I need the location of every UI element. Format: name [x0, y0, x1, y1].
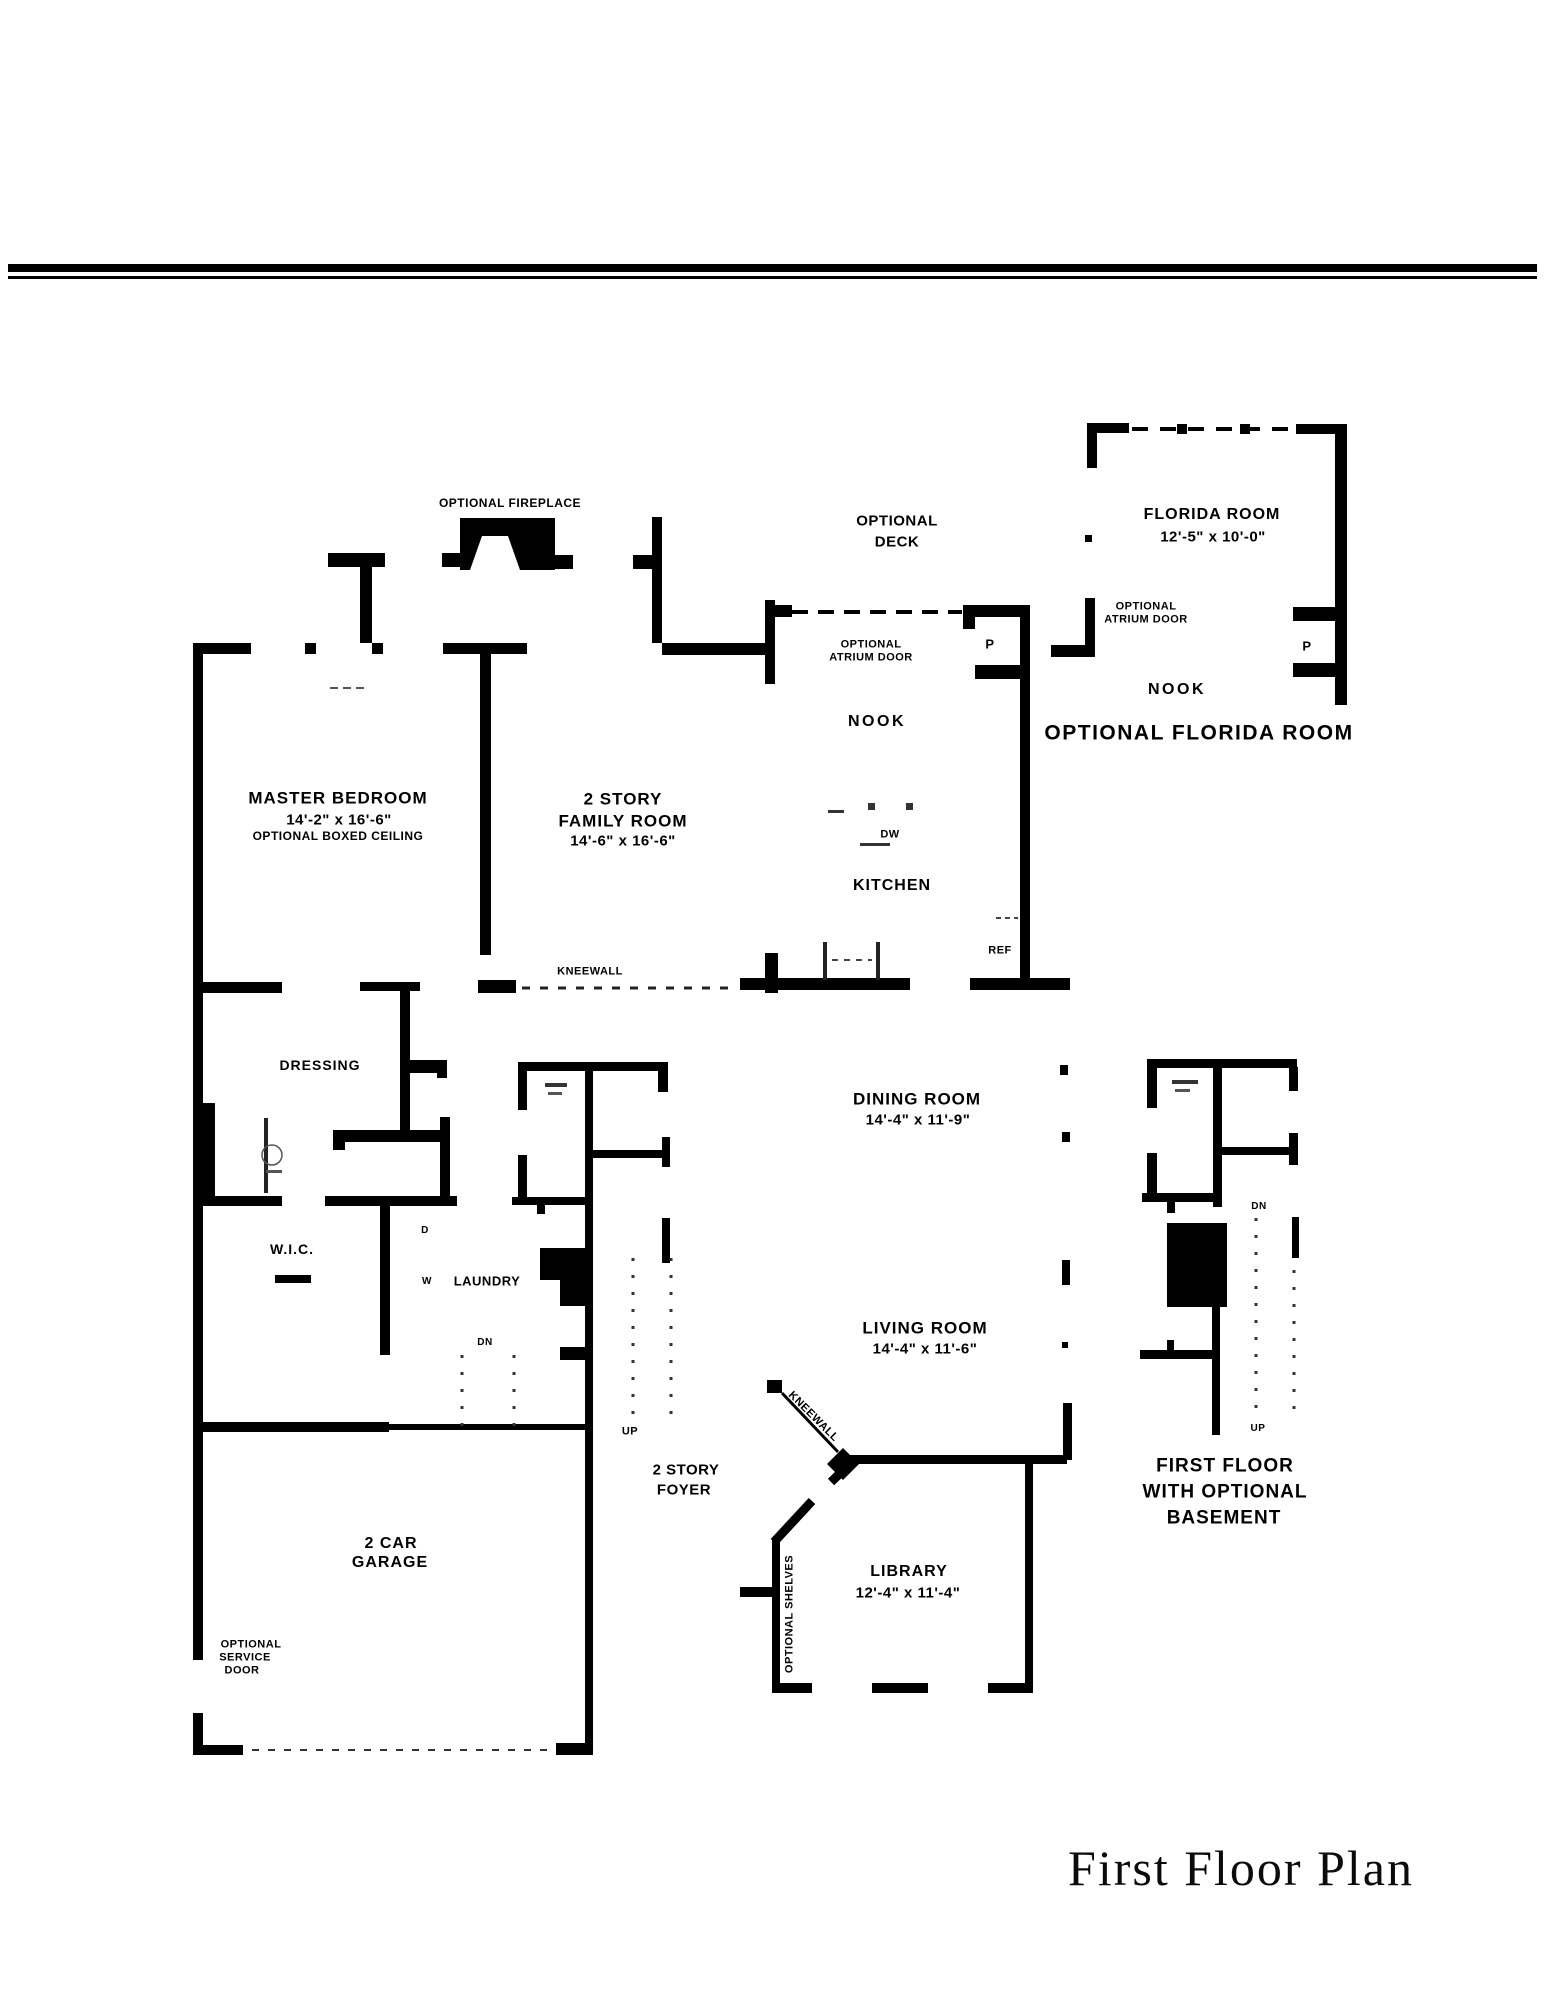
wic-label: W.I.C.	[269, 1241, 315, 1257]
service-door-label-line1: OPTIONAL	[220, 1638, 282, 1651]
master-bedroom-walls	[193, 643, 527, 1660]
basement-inset-walls	[1140, 1059, 1299, 1435]
family-room-name-line2: FAMILY ROOM	[558, 811, 688, 831]
laundry-label: LAUNDRY	[453, 1273, 521, 1289]
main-nook-label: NOOK	[848, 713, 906, 730]
optional-florida-room-caption: OPTIONAL FLORIDA ROOM	[1044, 721, 1354, 745]
dishwasher-label: DW	[880, 828, 900, 841]
optional-deck-label-line2: DECK	[874, 533, 920, 551]
optional-shelves-label: OPTIONAL SHELVES	[783, 1554, 796, 1674]
living-room-name: LIVING ROOM	[862, 1318, 988, 1338]
florida-pantry-label: P	[1302, 638, 1312, 654]
dn-label-basement: DN	[1251, 1201, 1267, 1212]
kitchen-nook-walls	[330, 600, 1070, 993]
kitchen-label: KITCHEN	[852, 877, 932, 894]
dressing-label: DRESSING	[279, 1057, 361, 1073]
foyer-label-line1: 2 STORY	[652, 1461, 720, 1479]
basement-caption-line1: FIRST FLOOR	[1156, 1455, 1294, 1477]
florida-nook-label: NOOK	[1148, 681, 1206, 698]
main-atrium-door-label-line1: OPTIONAL	[840, 638, 902, 651]
florida-room-name: FLORIDA ROOM	[1143, 506, 1281, 523]
florida-atrium-door-label-line1: OPTIONAL	[1115, 600, 1177, 613]
washer-label: W	[422, 1276, 432, 1287]
foyer-label-line2: FOYER	[656, 1481, 712, 1499]
library-walls	[740, 1455, 1033, 1693]
page-title: First Floor Plan	[1068, 1840, 1414, 1896]
dn-label-main: DN	[477, 1337, 493, 1348]
hall-powder-walls	[512, 1062, 782, 1393]
wic-laundry-walls	[193, 1205, 590, 1432]
kneewall-walls	[478, 980, 738, 993]
foyer-stairs-walls	[585, 1205, 673, 1755]
basement-caption-line3: BASEMENT	[1166, 1507, 1282, 1529]
kneewall-family-label: KNEEWALL	[557, 965, 623, 978]
basement-caption-line2: WITH OPTIONAL	[1142, 1481, 1308, 1503]
up-label-main: UP	[621, 1425, 639, 1438]
florida-atrium-door-label-line2: ATRIUM DOOR	[1104, 613, 1188, 626]
garage-label-line2: GARAGE	[351, 1554, 429, 1571]
fireplace-walls	[328, 517, 662, 643]
optional-deck-label-line1: OPTIONAL	[856, 512, 938, 530]
master-bedroom-dims: 14'-2" x 16'-6"	[286, 811, 392, 829]
dining-room-dims: 14'-4" x 11'-9"	[865, 1111, 971, 1129]
up-label-basement: UP	[1250, 1423, 1266, 1434]
master-bedroom-name: MASTER BEDROOM	[248, 788, 428, 808]
service-door-label-line2: SERVICE	[219, 1651, 271, 1664]
garage-label-line1: 2 CAR	[364, 1535, 418, 1552]
dryer-label: D	[421, 1225, 429, 1236]
family-room-name-line1: 2 STORY	[583, 789, 663, 809]
library-name: LIBRARY	[870, 1563, 948, 1580]
main-pantry-label: P	[985, 636, 995, 652]
florida-room-dims: 12'-5" x 10'-0"	[1160, 528, 1266, 546]
master-bedroom-note: OPTIONAL BOXED CEILING	[252, 829, 424, 843]
refrigerator-label: REF	[988, 944, 1012, 957]
main-atrium-door-label-line2: ATRIUM DOOR	[829, 651, 913, 664]
dining-room-name: DINING ROOM	[852, 1089, 982, 1109]
service-door-label-line3: DOOR	[224, 1664, 260, 1677]
top-rule	[8, 264, 1537, 279]
florida-room-walls	[1051, 423, 1347, 705]
garage-walls	[193, 1713, 590, 1755]
dressing-walls	[197, 988, 457, 1206]
optional-fireplace-label: OPTIONAL FIREPLACE	[438, 496, 582, 510]
family-room-dims: 14'-6" x 16'-6"	[570, 832, 676, 850]
library-dims: 12'-4" x 11'-4"	[855, 1584, 961, 1602]
living-room-dims: 14'-4" x 11'-6"	[872, 1340, 978, 1358]
